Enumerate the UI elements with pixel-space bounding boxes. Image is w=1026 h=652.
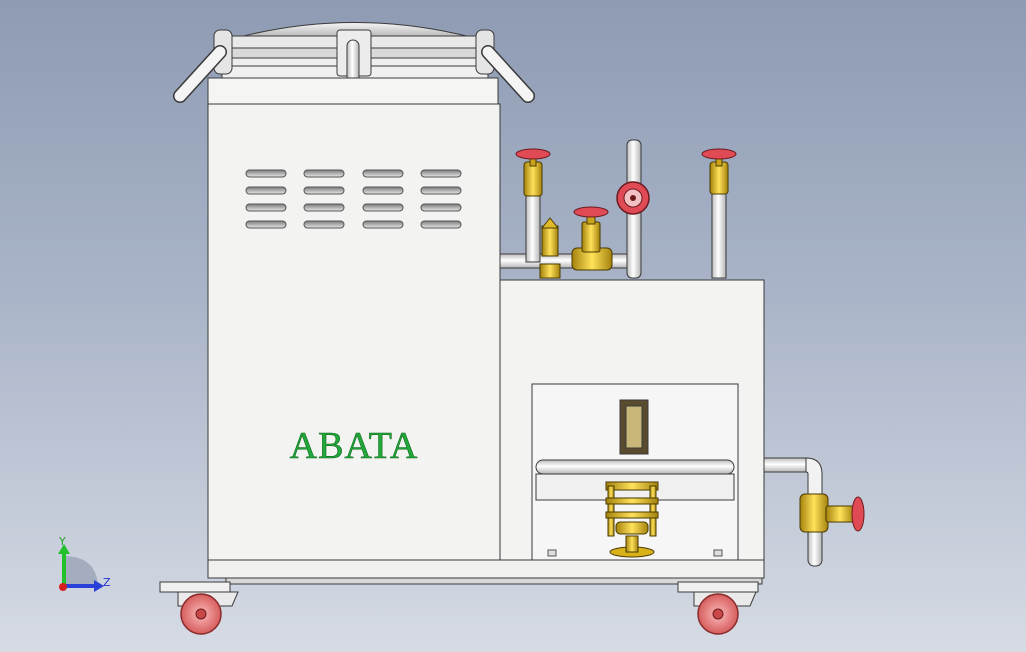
bolt-left [547, 549, 557, 557]
relief-valve[interactable] [539, 217, 561, 279]
filter-tube[interactable] [535, 459, 735, 475]
caster-left[interactable] [159, 581, 239, 635]
cabinet-body[interactable] [207, 103, 501, 561]
axis-x-icon [59, 583, 67, 591]
caster-right[interactable] [677, 581, 759, 635]
vent-column-4 [420, 169, 462, 229]
orientation-triad[interactable]: Y Z [58, 535, 111, 592]
gauge-handwheel[interactable] [616, 181, 650, 215]
valve-inline[interactable] [571, 206, 613, 271]
drain-valve[interactable] [605, 481, 659, 558]
outlet-pipe-horizontal[interactable] [763, 457, 809, 473]
base-plate[interactable] [207, 559, 765, 579]
triad-shadow [64, 556, 98, 586]
outlet-valve[interactable] [799, 493, 865, 533]
manifold-pipe[interactable] [499, 253, 641, 269]
riser-right[interactable] [711, 189, 727, 279]
handwheel-right-icon[interactable] [701, 148, 737, 160]
handle-left[interactable] [173, 45, 227, 103]
vent-column-2 [303, 169, 345, 229]
bolt-right [713, 549, 723, 557]
vent-column-3 [362, 169, 404, 229]
brand-label: ABATA [290, 425, 419, 467]
valve-right[interactable] [701, 148, 737, 195]
handwheel-left-icon[interactable] [515, 148, 551, 160]
main-cabinet[interactable]: ABATA [207, 77, 501, 561]
lid-assembly[interactable] [173, 22, 535, 103]
cabinet-top-cap [207, 77, 499, 105]
side-module[interactable] [499, 279, 765, 561]
sight-glass-inner [625, 405, 643, 449]
outlet-elbow [805, 457, 823, 499]
vent-column-1 [245, 169, 287, 229]
base-frame[interactable] [207, 559, 765, 585]
outlet-handwheel-icon[interactable] [851, 496, 865, 532]
axis-z-label: Z [103, 576, 111, 589]
handwheel-inline-icon[interactable] [573, 206, 609, 218]
outlet-piping[interactable] [763, 457, 865, 567]
handle-right[interactable] [481, 45, 535, 103]
axis-y-label: Y [58, 535, 66, 548]
vent-grille [245, 169, 462, 229]
base-lip [225, 577, 763, 585]
valve-left[interactable] [515, 148, 551, 197]
piping-upper[interactable] [499, 139, 737, 279]
riser-left[interactable] [525, 191, 541, 263]
